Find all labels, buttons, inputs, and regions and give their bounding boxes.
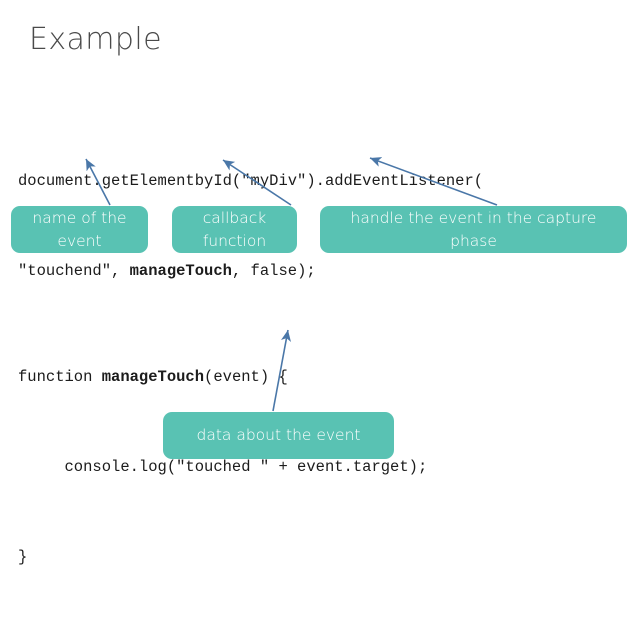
slide-canvas: Example document.getElementbyId("myDiv")… xyxy=(11,22,627,566)
code-line-console-log: console.log("touched " + event.target); xyxy=(18,458,428,476)
code-line-function-signature: function manageTouch(event) { xyxy=(18,362,427,392)
callout-name-of-event: name of the event xyxy=(11,206,148,253)
page-title: Example xyxy=(29,22,162,57)
code-line-2: "touchend", manageTouch, false); xyxy=(18,256,483,286)
callout-capture-phase: handle the event in the capture phase xyxy=(320,206,627,253)
callout-data-about-event-label: data about the event xyxy=(196,426,361,444)
code-segment-function-params: (event) { xyxy=(204,368,288,386)
code-block-function-definition: function manageTouch(event) { console.lo… xyxy=(18,302,427,632)
code-segment-touchend: "touchend", xyxy=(18,262,130,280)
callout-data-about-event: data about the event xyxy=(163,412,394,459)
code-line-closing-brace: } xyxy=(18,548,28,566)
code-segment-managetouch: manageTouch xyxy=(129,262,232,280)
callout-name-of-event-label: name of the event xyxy=(32,208,127,250)
code-segment-false: , false); xyxy=(231,262,316,280)
callout-capture-phase-label: handle the event in the capture phase xyxy=(350,208,597,250)
code-segment-function-name: manageTouch xyxy=(101,368,205,386)
code-line-1: document.getElementbyId("myDiv").addEven… xyxy=(18,172,484,190)
code-segment-function-keyword: function xyxy=(18,368,102,386)
callout-callback-function-label: callback function xyxy=(202,208,267,250)
callout-callback-function: callback function xyxy=(172,206,297,253)
